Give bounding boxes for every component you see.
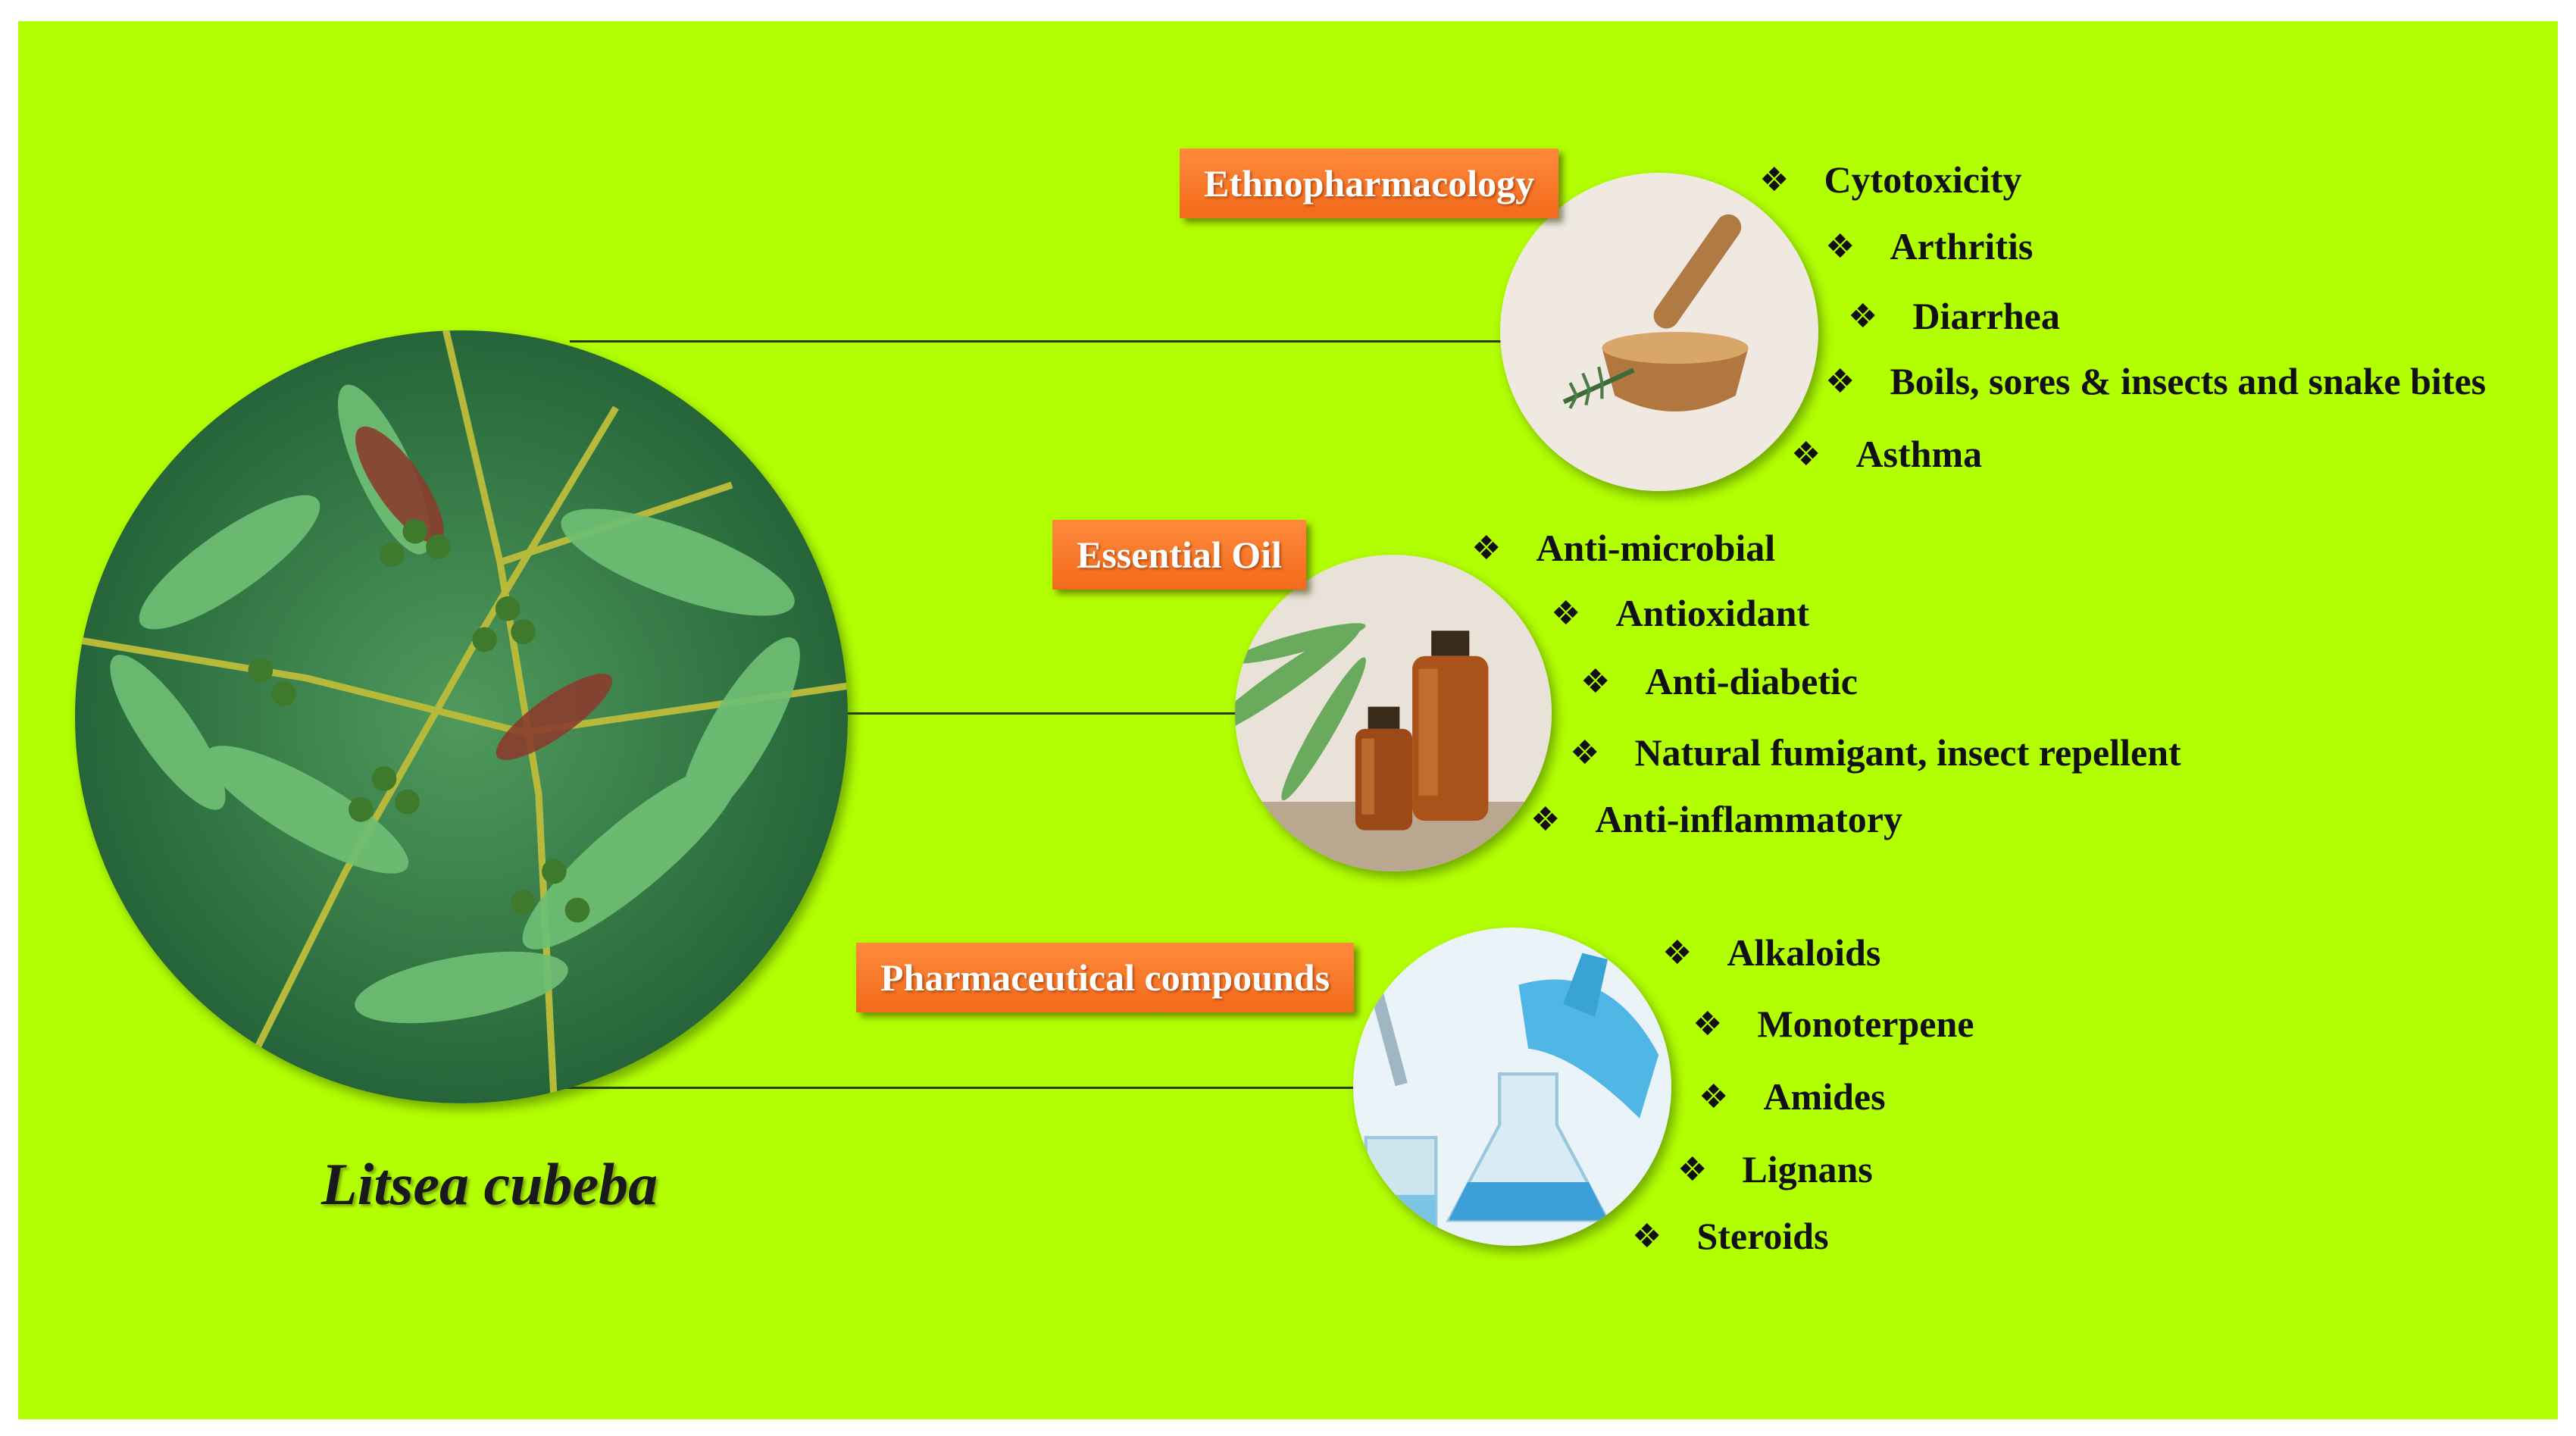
plant-caption: Litsea cubeba bbox=[321, 1151, 658, 1217]
diamond-bullet-icon: ❖ bbox=[1662, 933, 1693, 972]
diamond-bullet-icon: ❖ bbox=[1677, 1150, 1708, 1189]
diamond-bullet-icon: ❖ bbox=[1632, 1216, 1662, 1256]
badge-essential-oil: Essential Oil bbox=[1052, 520, 1306, 590]
diamond-bullet-icon: ❖ bbox=[1848, 296, 1878, 336]
diamond-bullet-icon: ❖ bbox=[1471, 528, 1502, 568]
litsea-cubeba-plant-image bbox=[75, 330, 848, 1103]
list-item: ❖Anti-microbial bbox=[1471, 527, 1776, 569]
list-item: ❖Cytotoxicity bbox=[1759, 158, 2022, 201]
lab-flask-icon bbox=[1353, 928, 1671, 1246]
diamond-bullet-icon: ❖ bbox=[1759, 160, 1790, 199]
diamond-bullet-icon: ❖ bbox=[1699, 1077, 1729, 1116]
connector-line-ethnopharmacology bbox=[570, 340, 1509, 343]
list-item: ❖Lignans bbox=[1677, 1148, 1873, 1190]
badge-ethnopharmacology: Ethnopharmacology bbox=[1180, 149, 1559, 218]
essential-oil-bottles-icon bbox=[1235, 555, 1552, 871]
list-item: ❖Boils, sores & insects and snake bites bbox=[1825, 360, 2487, 402]
diagram-canvas: Litsea cubeba Ethnopharmacology ❖Cytotox… bbox=[18, 21, 2558, 1419]
list-item: ❖Amides bbox=[1699, 1075, 1886, 1118]
diamond-bullet-icon: ❖ bbox=[1570, 733, 1600, 772]
diamond-bullet-icon: ❖ bbox=[1825, 227, 1855, 266]
list-item: ❖Diarrhea bbox=[1848, 295, 2060, 337]
diamond-bullet-icon: ❖ bbox=[1551, 593, 1581, 633]
diamond-bullet-icon: ❖ bbox=[1693, 1004, 1723, 1043]
list-item: ❖Anti-inflammatory bbox=[1530, 798, 1902, 840]
badge-pharmaceutical-compounds: Pharmaceutical compounds bbox=[856, 943, 1355, 1012]
list-item: ❖Anti-diabetic bbox=[1580, 660, 1858, 702]
connector-line-essential-oil bbox=[844, 712, 1252, 715]
list-item: ❖Arthritis bbox=[1825, 225, 2034, 267]
list-item: ❖Alkaloids bbox=[1662, 931, 1881, 974]
list-item: ❖Antioxidant bbox=[1551, 592, 1810, 634]
diamond-bullet-icon: ❖ bbox=[1580, 662, 1611, 701]
diamond-bullet-icon: ❖ bbox=[1825, 361, 1855, 401]
diamond-bullet-icon: ❖ bbox=[1791, 434, 1821, 474]
diamond-bullet-icon: ❖ bbox=[1530, 799, 1561, 839]
list-item: ❖Natural fumigant, insect repellent bbox=[1570, 731, 2181, 774]
list-item: ❖Steroids bbox=[1632, 1215, 1829, 1257]
mortar-and-pestle-icon bbox=[1500, 173, 1818, 491]
connector-line-pharmaceutical bbox=[565, 1087, 1383, 1089]
list-item: ❖Asthma bbox=[1791, 433, 1983, 475]
list-item: ❖Monoterpene bbox=[1693, 1003, 1974, 1045]
